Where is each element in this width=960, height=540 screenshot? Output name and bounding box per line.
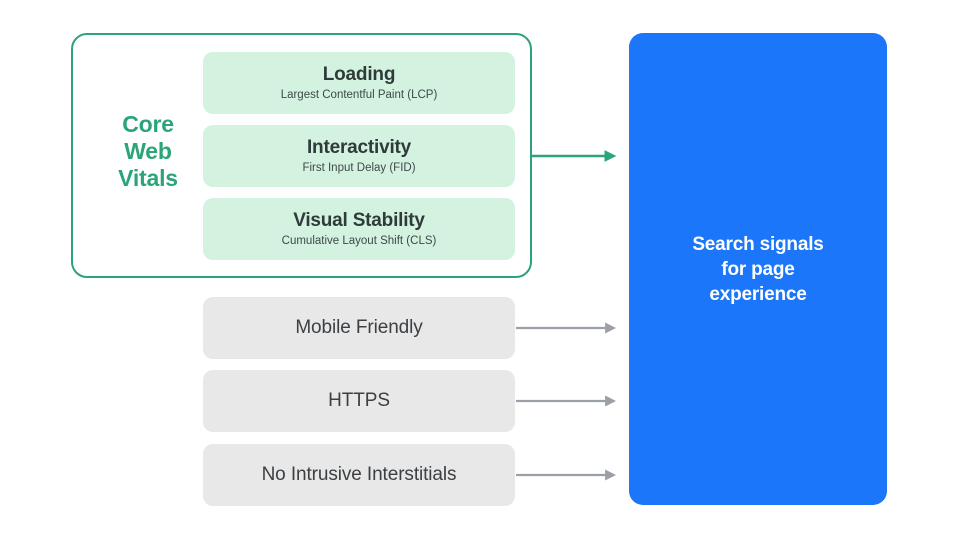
signal-https[interactable]: HTTPS: [203, 370, 515, 432]
signal-no-intrusive-interstitials[interactable]: No Intrusive Interstitials: [203, 444, 515, 506]
signal-label-no-intrusive-interstitials: No Intrusive Interstitials: [261, 464, 457, 485]
outcome-panel[interactable]: Search signals for page experience: [629, 33, 887, 505]
metric-card-visual-stability[interactable]: Visual Stability Cumulative Layout Shift…: [203, 198, 515, 260]
metric-subtitle-loading: Largest Contentful Paint (LCP): [280, 88, 438, 101]
metric-title-interactivity: Interactivity: [306, 136, 412, 158]
signal-label-mobile-friendly: Mobile Friendly: [295, 317, 423, 338]
signal-mobile-friendly[interactable]: Mobile Friendly: [203, 297, 515, 359]
metric-card-loading[interactable]: Loading Largest Contentful Paint (LCP): [203, 52, 515, 114]
metric-card-interactivity[interactable]: Interactivity First Input Delay (FID): [203, 125, 515, 187]
metric-title-loading: Loading: [322, 63, 396, 85]
outcome-panel-label: Search signals for page experience: [692, 233, 824, 305]
metric-title-visual-stability: Visual Stability: [293, 209, 425, 231]
signal-label-https: HTTPS: [328, 390, 390, 411]
metric-subtitle-interactivity: First Input Delay (FID): [302, 161, 416, 174]
metric-subtitle-visual-stability: Cumulative Layout Shift (CLS): [281, 234, 437, 247]
core-web-vitals-label: Core Web Vitals: [118, 111, 178, 191]
